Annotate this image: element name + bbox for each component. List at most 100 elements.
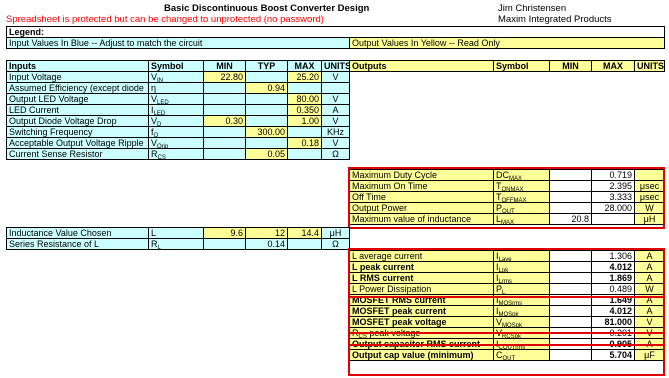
inputs-header-cell: MAX — [287, 60, 322, 72]
input-symbol: RCS — [148, 148, 204, 160]
output-name: Output Power — [349, 202, 494, 214]
symbol-subscript: RCSpk — [502, 334, 522, 339]
current-divider-2 — [348, 332, 665, 334]
output-symbol: ILpk — [493, 261, 550, 273]
output-symbol: IMOSpk — [493, 305, 550, 317]
input-max — [287, 82, 322, 94]
input-symbol: VLED — [148, 93, 204, 105]
output-max: 5.704 — [591, 349, 635, 361]
input-name: Assumed Efficiency (except diode — [6, 82, 149, 94]
output-symbol: DCMAX — [493, 169, 550, 181]
symbol-subscript: MOSpk — [502, 323, 523, 328]
symbol-subscript: LED — [153, 111, 166, 116]
input-name: Output LED Voltage — [6, 93, 149, 105]
input-symbol: fO — [148, 126, 204, 138]
output-min — [549, 180, 592, 192]
inductor-min[interactable]: 9.6 — [203, 227, 246, 239]
inputs-header-cell: Symbol — [148, 60, 204, 72]
input-min — [203, 137, 246, 149]
input-unit: V — [321, 93, 350, 105]
outputs-header-cell: Symbol — [493, 60, 550, 72]
input-max[interactable]: 25.20 — [287, 71, 322, 83]
input-typ — [245, 71, 288, 83]
output-name: L RMS current — [349, 272, 494, 284]
output-name: Output cap value (minimum) — [349, 349, 494, 361]
output-unit: A — [634, 305, 665, 317]
input-typ[interactable]: 300.00 — [245, 126, 288, 138]
inductor-max[interactable]: 14.4 — [287, 227, 322, 239]
symbol-subscript: IN — [157, 78, 164, 83]
input-typ — [245, 137, 288, 149]
input-max[interactable]: 0.18 — [287, 137, 322, 149]
input-typ — [245, 93, 288, 105]
legend-label: Legend: — [6, 26, 665, 38]
output-unit: μsec — [634, 191, 665, 203]
input-name: Acceptable Output Voltage Ripple — [6, 137, 149, 149]
output-max: 0.719 — [591, 169, 635, 181]
output-name: L average current — [349, 250, 494, 262]
input-unit: V — [321, 71, 350, 83]
inductor-symbol: RL — [148, 238, 204, 250]
outputs-header-cell: MIN — [549, 60, 592, 72]
output-min: 20.8 — [549, 213, 592, 225]
input-min[interactable]: 22.80 — [203, 71, 246, 83]
author-name: Jim Christensen — [498, 3, 567, 14]
symbol-subscript: ONMAX — [501, 187, 524, 192]
input-unit: V — [321, 115, 350, 127]
output-symbol: POUT — [493, 202, 550, 214]
input-max[interactable]: 0.350 — [287, 104, 322, 116]
output-symbol: TONMAX — [493, 180, 550, 192]
output-unit — [634, 169, 665, 181]
inductor-symbol: L — [148, 227, 204, 239]
inductor-unit: μH — [321, 227, 350, 239]
inductor-unit: Ω — [321, 238, 350, 250]
symbol-subscript: Lpk — [498, 268, 509, 273]
symbol-subscript: MOSpk — [498, 312, 519, 317]
current-divider-1 — [348, 296, 665, 298]
inputs-header-cell: TYP — [245, 60, 288, 72]
input-min[interactable]: 0.30 — [203, 115, 246, 127]
symbol-subscript: LED — [157, 100, 169, 105]
legend-output: Output Values In Yellow -- Read Only — [349, 37, 665, 49]
output-max: 4.012 — [591, 305, 635, 317]
output-name: L Power Dissipation — [349, 283, 494, 295]
input-unit: A — [321, 104, 350, 116]
input-typ[interactable]: 0.94 — [245, 82, 288, 94]
output-symbol: LMAX — [493, 213, 550, 225]
output-max: 3.333 — [591, 191, 635, 203]
output-unit: A — [634, 250, 665, 262]
output-unit: A — [634, 272, 665, 284]
input-min — [203, 104, 246, 116]
input-max[interactable]: 1.00 — [287, 115, 322, 127]
input-typ[interactable]: 0.05 — [245, 148, 288, 160]
output-unit: A — [634, 261, 665, 273]
input-symbol: η — [148, 82, 204, 94]
output-symbol: COUT — [493, 349, 550, 361]
output-min — [549, 283, 592, 295]
input-max[interactable]: 80.00 — [287, 93, 322, 105]
output-max: 4.012 — [591, 261, 635, 273]
symbol-subscript: Lave — [498, 257, 512, 262]
inductor-typ[interactable]: 12 — [245, 227, 288, 239]
inductor-max — [287, 238, 322, 250]
input-symbol: VOrip — [148, 137, 204, 149]
input-symbol: VD — [148, 115, 204, 127]
inductor-typ[interactable]: 0.14 — [245, 238, 288, 250]
symbol-subscript: L — [157, 245, 161, 250]
output-unit: μsec — [634, 180, 665, 192]
